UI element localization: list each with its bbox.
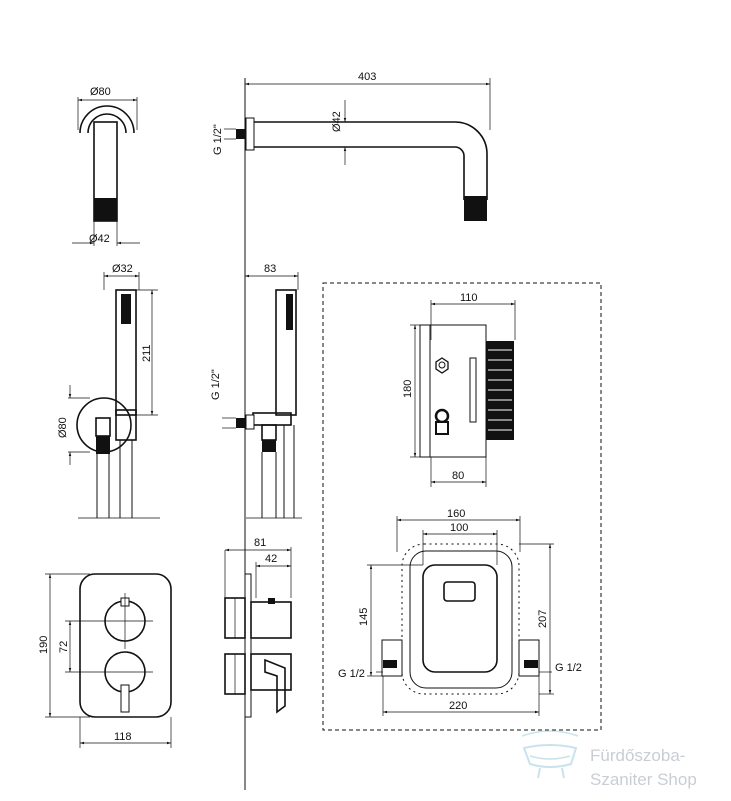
handshower-side-view: 83 G 1/2" [210,263,302,519]
box-thread-right-label: G 1/2 [555,662,582,674]
watermark-line1: Fürdőszoba- [590,746,685,765]
mixer-depth-rosette-label: 42 [265,553,277,565]
watermark-logo [521,730,579,779]
rough-in-panel [322,282,602,731]
spout-top-diameter-inner: Ø42 [89,233,110,245]
box-bottom-width-label: 220 [449,700,467,712]
box-side-view: 110 180 80 [402,292,516,487]
mixer-front-view: 190 72 118 [38,573,172,748]
mixer-width-label: 118 [114,731,132,743]
handshower-thread-label: G 1/2" [210,369,222,400]
mixer-side-view: 81 42 [224,537,292,718]
spout-top-view: Ø80 Ø42 [72,86,140,246]
spout-length-label: 403 [358,71,376,83]
box-front-view: 160 100 145 207 G 1/2 G 1/2 220 [338,508,582,716]
box-thread-left-label: G 1/2 [338,668,365,680]
spout-side-view: 403 Ø42 G 1/2" [212,71,491,221]
handshower-height-label: 211 [141,344,153,362]
box-height-left-label: 145 [358,608,370,626]
handshower-holder-diameter: Ø80 [57,417,69,438]
handshower-head-diameter: Ø32 [112,263,133,275]
spout-thread-label: G 1/2" [212,124,224,155]
box-height-right-label: 207 [537,610,549,628]
spout-top-diameter-outer: Ø80 [90,86,111,98]
mixer-depth-total-label: 81 [254,537,266,549]
box-width-label: 110 [460,292,478,304]
mixer-height-label: 190 [38,636,50,654]
handshower-depth-label: 83 [264,263,276,275]
watermark-line2: Szaniter Shop [590,770,697,789]
handshower-front-view: Ø32 211 Ø80 [57,263,160,519]
mixer-spacing-label: 72 [58,641,70,653]
box-depth-label: 80 [452,470,464,482]
box-outer-width-label: 160 [447,508,465,520]
box-height-label: 180 [402,380,414,398]
spout-diameter-label: Ø42 [331,111,343,132]
box-inner-width-label: 100 [450,522,468,534]
